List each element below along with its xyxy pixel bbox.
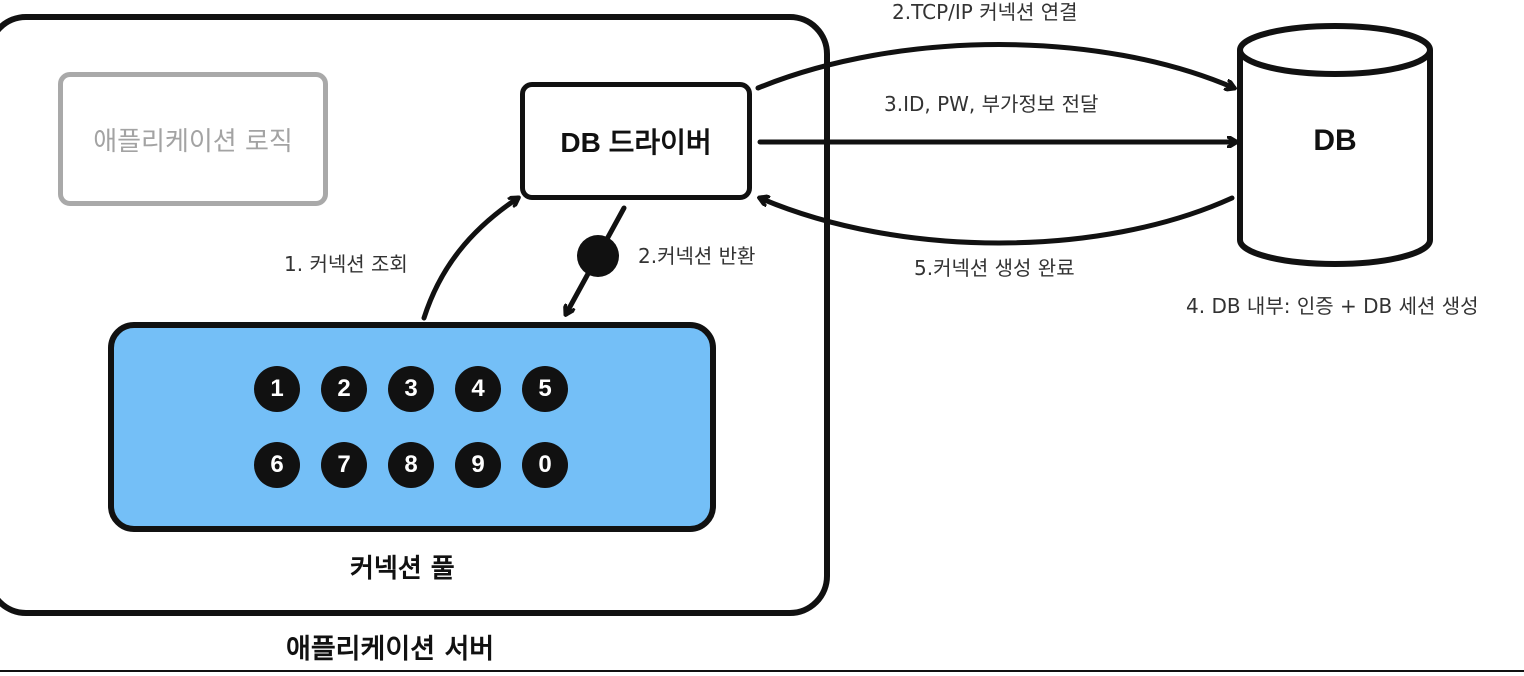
connection-slot: 9 <box>455 442 501 488</box>
connection-slot: 3 <box>388 366 434 412</box>
created-arrow <box>760 198 1235 246</box>
application-logic-label: 애플리케이션 로직 <box>93 126 293 157</box>
connection-slot: 7 <box>321 442 367 488</box>
step-created-label: 5.커넥션 생성 완료 <box>914 256 1075 280</box>
step-lookup-label: 1. 커넥션 조회 <box>284 252 408 276</box>
connection-slot: 5 <box>522 366 568 412</box>
connection-slot: 1 <box>254 366 300 412</box>
application-server-label: 애플리케이션 서버 <box>286 634 495 665</box>
tcp-connect-arrow <box>755 42 1234 89</box>
return-dot <box>577 235 619 277</box>
database-note-label: 4. DB 내부: 인증 + DB 세션 생성 <box>1186 294 1479 318</box>
step-tcp-connect-label: 2.TCP/IP 커넥션 연결 <box>892 0 1078 24</box>
connection-slot: 0 <box>522 442 568 488</box>
bottom-divider <box>0 670 1524 672</box>
connection-slot: 4 <box>455 366 501 412</box>
connection-slot: 8 <box>388 442 434 488</box>
database-cylinder <box>1237 23 1433 267</box>
connection-pool-box <box>108 322 716 532</box>
connection-slot: 2 <box>321 366 367 412</box>
lookup-arrow <box>421 198 518 321</box>
step-send-credentials-label: 3.ID, PW, 부가정보 전달 <box>884 92 1099 116</box>
db-driver-label: DB 드라이버 <box>560 127 712 158</box>
application-logic-box: 애플리케이션 로직 <box>58 72 328 206</box>
connection-pool-label: 커넥션 풀 <box>350 554 455 584</box>
database-label: DB <box>1313 124 1357 157</box>
step-return-label: 2.커넥션 반환 <box>638 244 756 268</box>
connection-slot: 6 <box>254 442 300 488</box>
db-driver-box: DB 드라이버 <box>520 82 752 200</box>
